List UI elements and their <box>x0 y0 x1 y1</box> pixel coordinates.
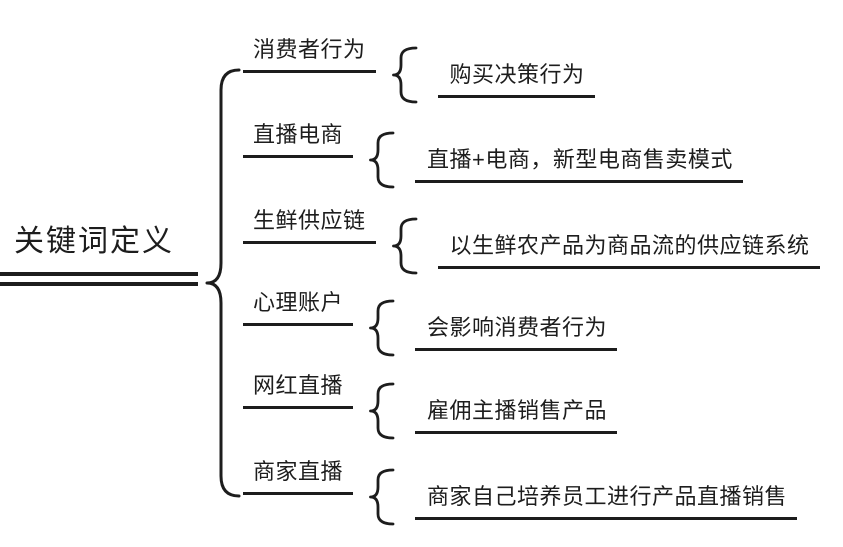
branch-topic-node[interactable]: 消费者行为 <box>243 35 376 73</box>
branch-topic-node[interactable]: 商家直播 <box>243 457 354 495</box>
branch-topic-label: 网红直播 <box>253 373 344 398</box>
branch-definition-node[interactable]: 购买决策行为 <box>437 60 595 98</box>
branch-definition-label: 以生鲜农产品为商品流的供应链系统 <box>449 233 810 258</box>
branch-definition-label: 直播+电商，新型电商售卖模式 <box>427 147 733 172</box>
branch-definition-node[interactable]: 雇佣主播销售产品 <box>415 396 618 434</box>
branch-topic-label: 心理账户 <box>253 290 344 315</box>
root-brace-connector <box>205 68 241 498</box>
branch-topic-node[interactable]: 生鲜供应链 <box>243 206 376 244</box>
branch-row: 消费者行为 购买决策行为 <box>243 35 595 104</box>
branch-definition-label: 购买决策行为 <box>449 62 585 87</box>
branch-topic-node[interactable]: 心理账户 <box>243 288 354 326</box>
root-node[interactable]: 关键词定义 <box>0 222 230 286</box>
branch-topic-label: 直播电商 <box>253 122 344 147</box>
branch-row: 网红直播 雇佣主播销售产品 <box>243 371 618 440</box>
branch-topic-label: 生鲜供应链 <box>253 208 366 233</box>
branch-topic-label: 消费者行为 <box>253 37 366 62</box>
brace-icon <box>369 299 395 357</box>
branch-row: 生鲜供应链 以生鲜农产品为商品流的供应链系统 <box>243 206 820 275</box>
branch-row: 直播电商 直播+电商，新型电商售卖模式 <box>243 120 743 189</box>
root-node-underline <box>0 272 198 286</box>
branch-definition-node[interactable]: 以生鲜农产品为商品流的供应链系统 <box>437 231 820 269</box>
branch-definition-label: 会影响消费者行为 <box>427 315 608 340</box>
brace-icon <box>369 382 395 440</box>
branch-row: 心理账户 会影响消费者行为 <box>243 288 618 357</box>
brace-icon <box>369 468 395 526</box>
root-node-label: 关键词定义 <box>14 225 174 258</box>
branch-definition-node[interactable]: 会影响消费者行为 <box>415 313 618 351</box>
brace-icon <box>369 131 395 189</box>
branch-row: 商家直播 商家自己培养员工进行产品直播销售 <box>243 457 798 526</box>
branch-definition-node[interactable]: 直播+电商，新型电商售卖模式 <box>415 145 743 183</box>
branch-definition-label: 雇佣主播销售产品 <box>427 398 608 423</box>
brace-icon <box>391 46 417 104</box>
branch-topic-node[interactable]: 直播电商 <box>243 120 354 158</box>
branch-definition-node[interactable]: 商家自己培养员工进行产品直播销售 <box>415 482 798 520</box>
branch-topic-node[interactable]: 网红直播 <box>243 371 354 409</box>
branch-topic-label: 商家直播 <box>253 459 344 484</box>
brace-icon <box>391 217 417 275</box>
branch-definition-label: 商家自己培养员工进行产品直播销售 <box>427 484 788 509</box>
